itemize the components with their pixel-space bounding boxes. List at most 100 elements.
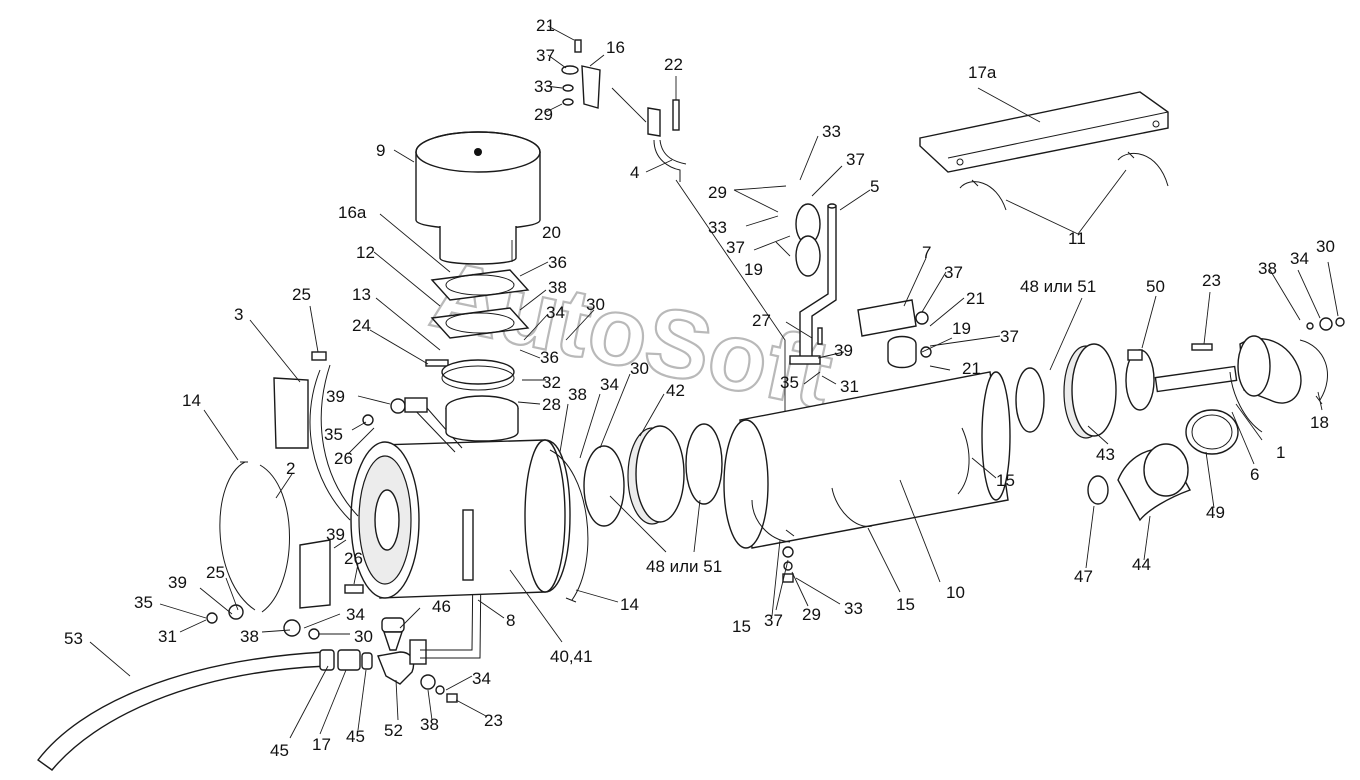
label-39: 39 [326,387,345,406]
label-53: 53 [64,629,83,648]
label-29: 29 [802,605,821,624]
label-32: 32 [542,373,561,392]
label-17a: 17а [968,63,997,82]
label-38: 38 [420,715,439,734]
gaskets-16a-12-13 [430,269,530,442]
label-24: 24 [352,316,371,335]
label-23: 23 [484,711,503,730]
label-16: 16 [606,38,625,57]
clamp-11-left [959,179,1007,211]
label-19: 19 [952,319,971,338]
label-6: 6 [1250,465,1259,484]
exhaust-pipe-10 [723,371,1011,549]
label-20: 20 [542,223,561,242]
label-15: 15 [896,595,915,614]
label-34: 34 [346,605,365,624]
clamp-15-c [957,427,970,495]
label-18: 18 [1310,413,1329,432]
label-39: 39 [834,341,853,360]
label-37: 37 [944,263,963,282]
bracket-3 [273,377,309,449]
air-cap-9 [415,131,541,265]
label-26: 26 [334,449,353,468]
label-45: 45 [270,741,289,760]
label-12: 12 [356,243,375,262]
label-14: 14 [620,595,639,614]
label-50: 50 [1146,277,1165,296]
label-28: 28 [542,395,561,414]
label-34: 34 [546,303,565,322]
label-39: 39 [168,573,187,592]
leader-lines [89,25,1339,739]
label-44: 44 [1132,555,1151,574]
label-30: 30 [354,627,373,646]
label-39: 39 [326,525,345,544]
label-26: 26 [344,549,363,568]
parts [37,39,1345,771]
bracket-7 [857,299,932,369]
label-30: 30 [586,295,605,314]
heat-shield-17a [919,91,1169,173]
label-29: 29 [708,183,727,202]
air-cleaner-housing-40-41 [350,439,571,599]
label-7: 7 [922,243,931,262]
label-46: 46 [432,597,451,616]
label-10: 10 [946,583,965,602]
clamp-15-b [831,487,873,527]
elbow-1 [1154,317,1345,433]
label-38: 38 [548,278,567,297]
label-37: 37 [536,46,555,65]
label-47: 47 [1074,567,1093,586]
label-35: 35 [134,593,153,612]
label-48-or-51: 48 или 51 [646,557,722,576]
label-35: 35 [780,373,799,392]
label-37: 37 [846,150,865,169]
fittings-bottom [319,617,458,703]
label-15: 15 [996,471,1015,490]
pipe-5 [789,203,837,365]
label-37: 37 [1000,327,1019,346]
label-36: 36 [548,253,567,272]
clamp-15-a [751,499,795,543]
label-4: 4 [630,163,639,182]
label-52: 52 [384,721,403,740]
label-9: 9 [376,141,385,160]
label-17: 17 [312,735,331,754]
label-31: 31 [158,627,177,646]
label-23: 23 [1202,271,1221,290]
label-36: 36 [540,348,559,367]
clamp-2 [259,464,290,613]
label-21: 21 [966,289,985,308]
clamp-14-left [219,461,256,611]
bracket-4 [647,99,687,182]
label-14: 14 [182,391,201,410]
label-48-or-51: 48 или 51 [1020,277,1096,296]
label-29: 29 [534,105,553,124]
clamp-11-right [1117,151,1169,187]
label-3: 3 [234,305,243,324]
label-19: 19 [744,260,763,279]
label-33: 33 [822,122,841,141]
label-31: 31 [840,377,859,396]
label-21: 21 [962,359,981,378]
label-33: 33 [708,218,727,237]
label-16a: 16а [338,203,367,222]
label-42: 42 [666,381,685,400]
label-1: 1 [1276,443,1285,462]
label-27: 27 [752,311,771,330]
part-labels: 21 16 37 33 29 22 17а 9 4 33 37 29 5 33 … [64,16,1335,760]
label-30: 30 [630,359,649,378]
label-40-41: 40,41 [550,647,593,666]
label-34: 34 [1290,249,1309,268]
label-11: 11 [1068,229,1086,248]
label-30: 30 [1316,237,1335,256]
label-37: 37 [726,238,745,257]
label-35: 35 [324,425,343,444]
label-25: 25 [206,563,225,582]
label-34: 34 [472,669,491,688]
label-22: 22 [664,55,683,74]
label-13: 13 [352,285,371,304]
label-8: 8 [506,611,515,630]
label-33: 33 [844,599,863,618]
